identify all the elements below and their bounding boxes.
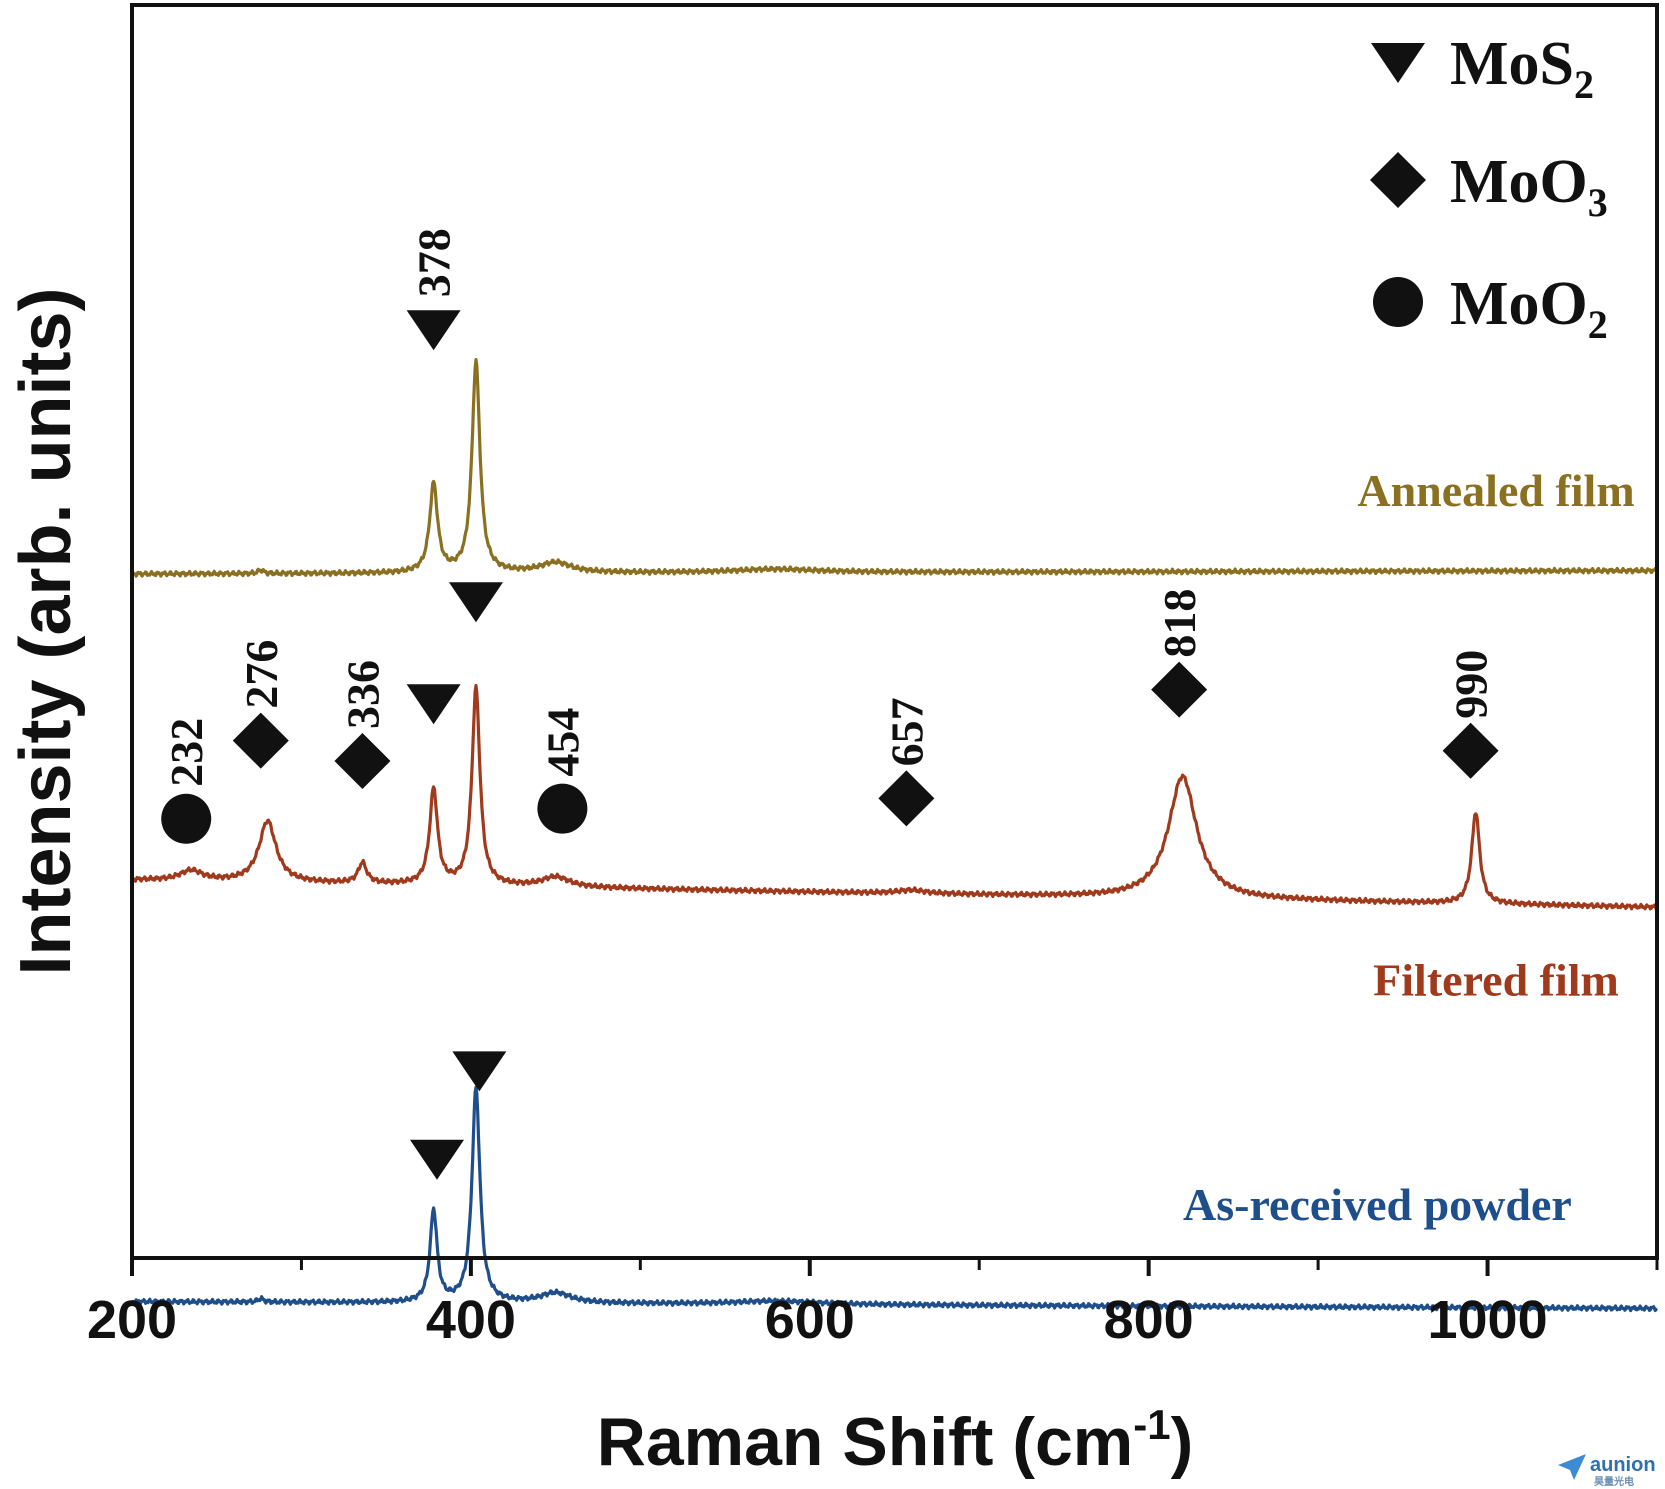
legend-subscript: 2 — [1588, 302, 1608, 347]
paper-plane-icon — [1558, 1454, 1586, 1480]
watermark-brand: aunion — [1590, 1454, 1656, 1476]
circle-marker-icon — [537, 783, 588, 834]
series-line-as-received-powder — [131, 1085, 1659, 1313]
peak-label-454: 454 — [537, 708, 588, 777]
series-label-annealed-film: Annealed film — [1357, 465, 1634, 516]
triangle-legend-icon — [1371, 43, 1425, 83]
peak-label-990: 990 — [1446, 650, 1497, 719]
peak-label-378: 378 — [409, 228, 460, 297]
x-axis-title: Raman Shift (cm-1) — [597, 1401, 1194, 1480]
legend-entry-label: MoS2 — [1450, 30, 1594, 107]
series-label-filtered-film: Filtered film — [1373, 955, 1619, 1006]
diamond-marker-icon — [232, 712, 289, 769]
legend-formula: MoO — [1450, 148, 1588, 216]
series-line-annealed-film — [131, 358, 1659, 578]
x-axis-title-close: ) — [1171, 1404, 1194, 1480]
diamond-marker-icon — [1151, 661, 1208, 718]
plot-frame — [130, 3, 1659, 1260]
x-tick-label-1000: 1000 — [1427, 1290, 1547, 1350]
peak-label-232: 232 — [161, 718, 212, 787]
legend-subscript: 3 — [1588, 180, 1608, 225]
peak-label-276: 276 — [236, 640, 287, 709]
diamond-marker-icon — [1442, 722, 1499, 779]
annotation-layer: 378403232276336454657818990 — [161, 228, 1499, 1180]
triangle-marker-icon — [452, 1051, 507, 1092]
triangle-marker-icon — [406, 684, 461, 725]
series-layer — [130, 358, 1659, 1313]
x-tick-label-200: 200 — [87, 1290, 177, 1350]
peak-label-657: 657 — [881, 697, 932, 766]
watermark-logo: aunion 昊量光电 — [1558, 1454, 1656, 1488]
x-axis-ticks: 200 400 600 800 1000 — [87, 1258, 1659, 1350]
legend-entry-label: MoO2 — [1450, 270, 1608, 347]
diamond-marker-icon — [878, 770, 935, 827]
triangle-marker-icon — [406, 310, 461, 351]
watermark-sub: 昊量光电 — [1594, 1475, 1634, 1488]
series-line-filtered-film — [130, 683, 1659, 911]
x-tick-label-800: 800 — [1104, 1290, 1194, 1350]
triangle-marker-icon — [410, 1139, 464, 1180]
peak-label-336: 336 — [337, 660, 388, 729]
x-axis-title-superscript: -1 — [1133, 1401, 1170, 1448]
legend-subscript: 2 — [1574, 62, 1594, 107]
diamond-marker-icon — [334, 733, 391, 789]
circle-marker-icon — [161, 793, 212, 844]
x-tick-label-600: 600 — [765, 1290, 855, 1350]
series-label-as-received-powder: As-received powder — [1183, 1179, 1572, 1230]
circle-legend-icon — [1373, 277, 1423, 327]
peak-label-818: 818 — [1154, 589, 1205, 658]
legend-entry-label: MoO3 — [1450, 148, 1608, 225]
legend-formula: MoS — [1450, 30, 1574, 98]
legend-formula: MoO — [1450, 270, 1588, 338]
y-axis-title: Intensity (arb. units) — [6, 287, 86, 975]
x-tick-label-400: 400 — [426, 1290, 516, 1350]
x-axis-title-main: Raman Shift (cm — [597, 1404, 1134, 1480]
diamond-legend-icon — [1370, 152, 1426, 208]
triangle-marker-icon — [448, 582, 503, 623]
